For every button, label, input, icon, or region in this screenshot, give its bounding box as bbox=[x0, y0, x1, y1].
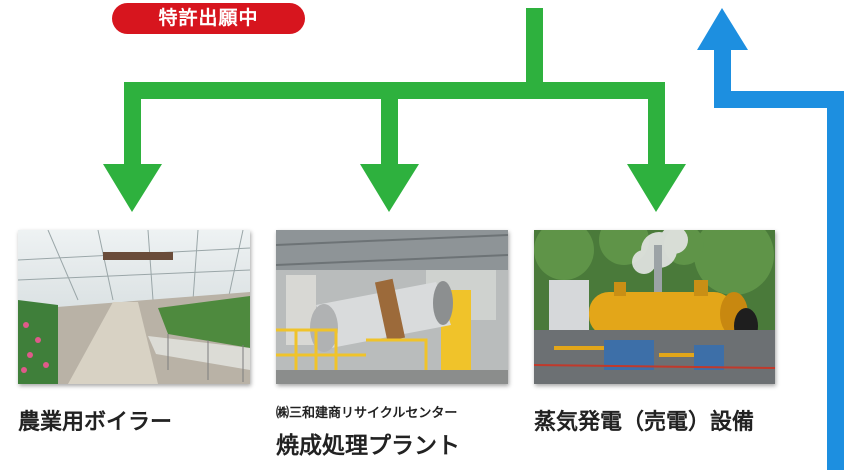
blue-vertical-right bbox=[827, 91, 844, 470]
green-trunk bbox=[526, 8, 543, 90]
green-branch-left bbox=[124, 82, 141, 166]
green-arrowhead-left bbox=[103, 164, 162, 212]
rotary-kiln-plant-image bbox=[276, 230, 508, 384]
green-arrowhead-right bbox=[627, 164, 686, 212]
blue-vertical-left bbox=[714, 45, 731, 108]
green-arrowhead-middle bbox=[360, 164, 419, 212]
greenhouse-image bbox=[18, 230, 250, 384]
blue-horizontal bbox=[714, 91, 844, 108]
green-branch-right bbox=[648, 82, 665, 166]
label-firing-plant: 焼成処理プラント bbox=[276, 433, 460, 459]
blue-return-arrow bbox=[697, 8, 844, 470]
steam-generator-image bbox=[534, 230, 775, 384]
blue-arrowhead-up bbox=[697, 8, 748, 50]
green-branch-middle bbox=[381, 90, 398, 166]
green-distribution-arrows bbox=[103, 8, 686, 212]
label-steam-power-generation: 蒸気発電（売電）設備 bbox=[534, 410, 755, 435]
label-agricultural-boiler: 農業用ボイラー bbox=[18, 410, 173, 435]
patent-pending-badge: 特許出願中 bbox=[112, 3, 305, 34]
label-company-name: ㈱三和建商リサイクルセンター bbox=[276, 406, 458, 421]
